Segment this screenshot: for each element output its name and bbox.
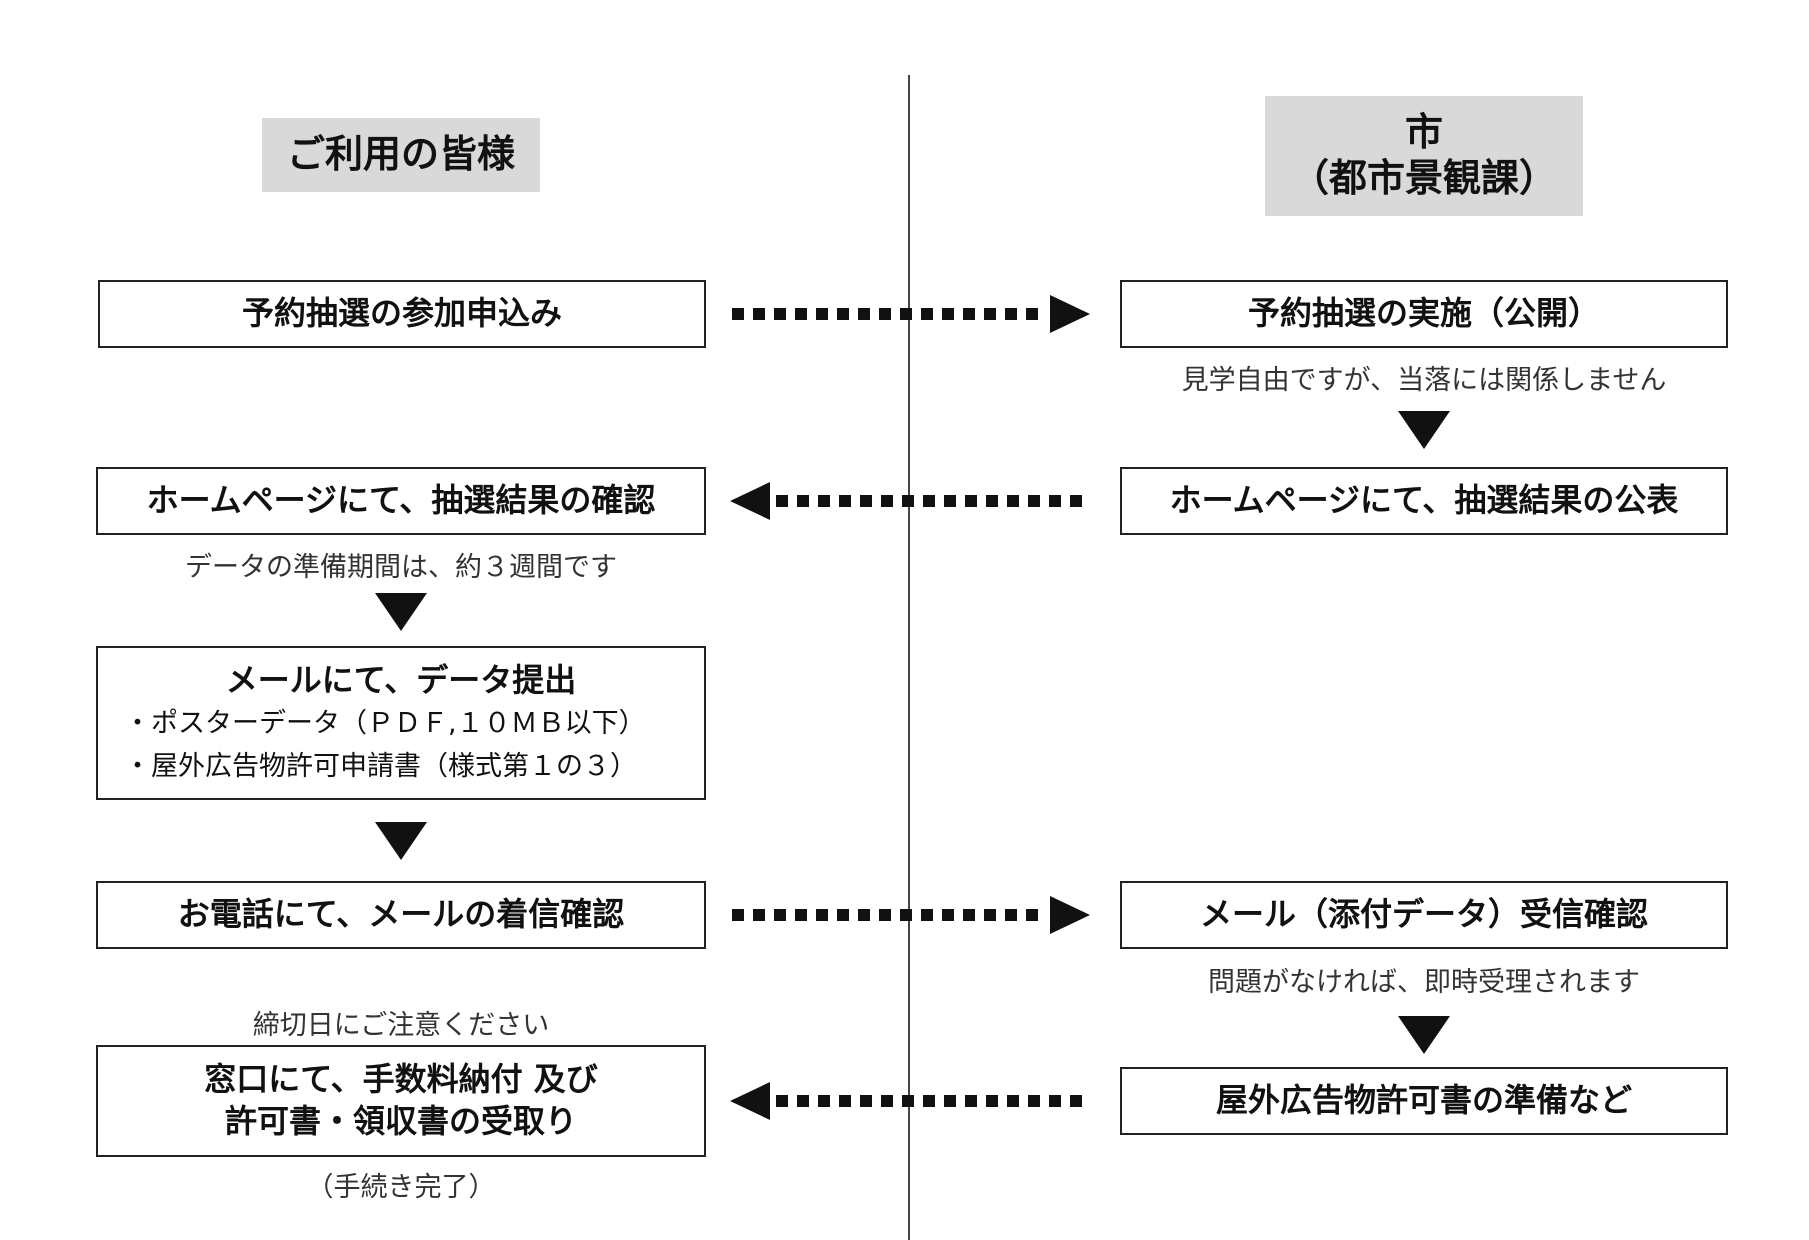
left-step1-label: 予約抽選の参加申込み <box>241 294 562 333</box>
left-step5-note-above: 締切日にご注意ください <box>252 1010 550 1041</box>
left-step2-box: ホームページにて、抽選結果の確認 <box>96 467 706 535</box>
left-step3-bullet-2: ・屋外広告物許可申請書（様式第１の３） <box>124 750 637 782</box>
header-city-line2: （都市景観課） <box>1290 156 1557 200</box>
right-step1-note: 見学自由ですが、当落には関係しません <box>1181 365 1667 396</box>
left-step4-box: お電話にて、メールの着信確認 <box>96 881 706 949</box>
dotted-arrow-left-1 <box>730 482 1090 520</box>
dotted-arrow-right-2 <box>732 896 1090 934</box>
left-step2-note: データの準備期間は、約３週間です <box>185 552 617 583</box>
header-city: 市 （都市景観課） <box>1265 96 1583 216</box>
dotted-arrow-left-2 <box>730 1082 1090 1120</box>
left-step3-bullet-1: ・ポスターデータ（ＰＤＦ,１０ＭＢ以下） <box>124 707 646 739</box>
right-step3-label: メール（添付データ）受信確認 <box>1199 895 1648 934</box>
left-step5-box: 窓口にて、手数料納付 及び 許可書・領収書の受取り <box>96 1045 706 1157</box>
left-step4-label: お電話にて、メールの着信確認 <box>177 895 625 934</box>
right-down-arrow-1 <box>1398 411 1450 449</box>
right-step3-box: メール（添付データ）受信確認 <box>1120 881 1728 949</box>
left-step5-note-below: （手続き完了） <box>306 1172 496 1203</box>
left-step5-line1: 窓口にて、手数料納付 及び <box>204 1060 598 1099</box>
dotted-arrow-right-1 <box>732 295 1090 333</box>
right-step1-label: 予約抽選の実施（公開） <box>1247 294 1600 333</box>
left-step1-box: 予約抽選の参加申込み <box>98 280 706 348</box>
left-step5-line2: 許可書・領収書の受取り <box>224 1102 577 1140</box>
right-step4-label: 屋外広告物許可書の準備など <box>1215 1081 1632 1120</box>
header-users-label: ご利用の皆様 <box>286 132 515 177</box>
left-step3-box: メールにて、データ提出 ・ポスターデータ（ＰＤＦ,１０ＭＢ以下） ・屋外広告物許… <box>96 646 706 800</box>
left-step3-bullets: ・ポスターデータ（ＰＤＦ,１０ＭＢ以下） ・屋外広告物許可申請書（様式第１の３） <box>98 702 646 788</box>
center-divider <box>908 75 910 1240</box>
right-step2-label: ホームページにて、抽選結果の公表 <box>1169 481 1679 520</box>
right-step1-box: 予約抽選の実施（公開） <box>1120 280 1728 348</box>
right-step3-note: 問題がなければ、即時受理されます <box>1208 967 1640 998</box>
right-step2-box: ホームページにて、抽選結果の公表 <box>1120 467 1728 535</box>
header-users: ご利用の皆様 <box>262 118 540 192</box>
right-step4-box: 屋外広告物許可書の準備など <box>1120 1067 1728 1135</box>
left-down-arrow-2 <box>375 822 427 860</box>
left-step3-title: メールにて、データ提出 <box>225 661 577 699</box>
header-city-line1: 市 <box>1404 110 1443 155</box>
left-step2-label: ホームページにて、抽選結果の確認 <box>146 481 656 520</box>
right-down-arrow-2 <box>1398 1016 1450 1054</box>
left-down-arrow-1 <box>375 593 427 631</box>
